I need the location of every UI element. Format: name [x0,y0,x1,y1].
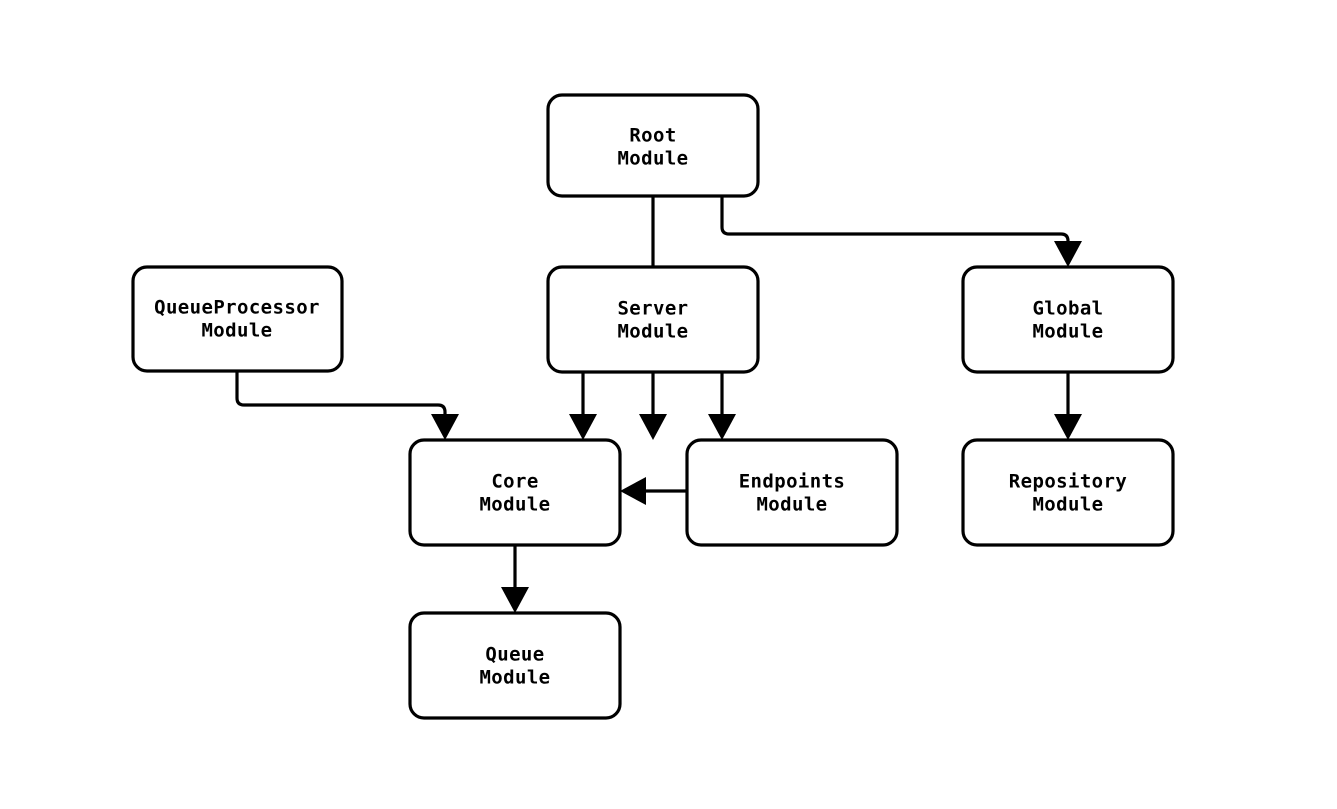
node-global-module[interactable]: Global Module [961,265,1175,374]
node-server-module[interactable]: Server Module [546,265,760,374]
edge-core-to-queue-arrowhead [501,587,529,613]
node-repository-module[interactable]: Repository Module [961,438,1175,547]
node-endpoints-module-label-line1: Endpoints [739,471,846,493]
node-root-module-box[interactable] [546,93,760,198]
edge-layer [235,196,1082,613]
node-repository-module-label-line1: Repository [1009,471,1127,493]
node-endpoints-module-label-line2: Module [756,494,827,516]
edge-root-to-global-arrowhead [1054,241,1082,267]
node-core-module-label-line2: Module [479,494,550,516]
node-endpoints-module-box[interactable] [685,438,899,547]
edge-global-to-repository [1054,372,1082,440]
node-server-module-label-line1: Server [617,298,688,320]
edge-endpoints-to-core-arrowhead [620,477,646,505]
node-queue-module-label-line1: Queue [485,644,544,666]
edge-queueprocessor-to-core-arrowhead [431,414,459,440]
edge-root-to-server-arrowhead [639,414,667,440]
node-layer: Root Module QueueProcessor Module Server… [131,93,1175,720]
edge-root-to-global-line [720,196,1070,251]
edge-server-to-core [569,372,597,440]
edge-server-to-core-arrowhead [569,414,597,440]
node-queueprocessor-module[interactable]: QueueProcessor Module [131,265,344,373]
node-server-module-box[interactable] [546,265,760,374]
node-queueprocessor-module-label-line2: Module [201,320,272,342]
edge-endpoints-to-core [620,477,687,505]
edge-global-to-repository-arrowhead [1054,414,1082,440]
node-server-module-label-line2: Module [617,321,688,343]
node-global-module-label-line1: Global [1032,298,1103,320]
node-repository-module-label-line2: Module [1032,494,1103,516]
edge-server-to-endpoints-arrowhead [708,414,736,440]
edge-queueprocessor-to-core [235,371,459,440]
node-queueprocessor-module-box[interactable] [131,265,344,373]
node-global-module-label-line2: Module [1032,321,1103,343]
node-repository-module-box[interactable] [961,438,1175,547]
node-core-module-box[interactable] [408,438,622,547]
node-core-module-label-line1: Core [491,471,538,493]
node-root-module-label-line1: Root [629,125,676,147]
node-queue-module-box[interactable] [408,611,622,720]
node-queue-module-label-line2: Module [479,667,550,689]
node-queue-module[interactable]: Queue Module [408,611,622,720]
node-root-module-label-line2: Module [617,148,688,170]
edge-server-to-endpoints [708,372,736,440]
edge-core-to-queue [501,545,529,613]
edge-queueprocessor-to-core-line [235,371,447,424]
node-global-module-box[interactable] [961,265,1175,374]
edge-root-to-global [720,196,1082,267]
node-root-module[interactable]: Root Module [546,93,760,198]
node-queueprocessor-module-label-line1: QueueProcessor [154,297,320,319]
node-core-module[interactable]: Core Module [408,438,622,547]
node-endpoints-module[interactable]: Endpoints Module [685,438,899,547]
